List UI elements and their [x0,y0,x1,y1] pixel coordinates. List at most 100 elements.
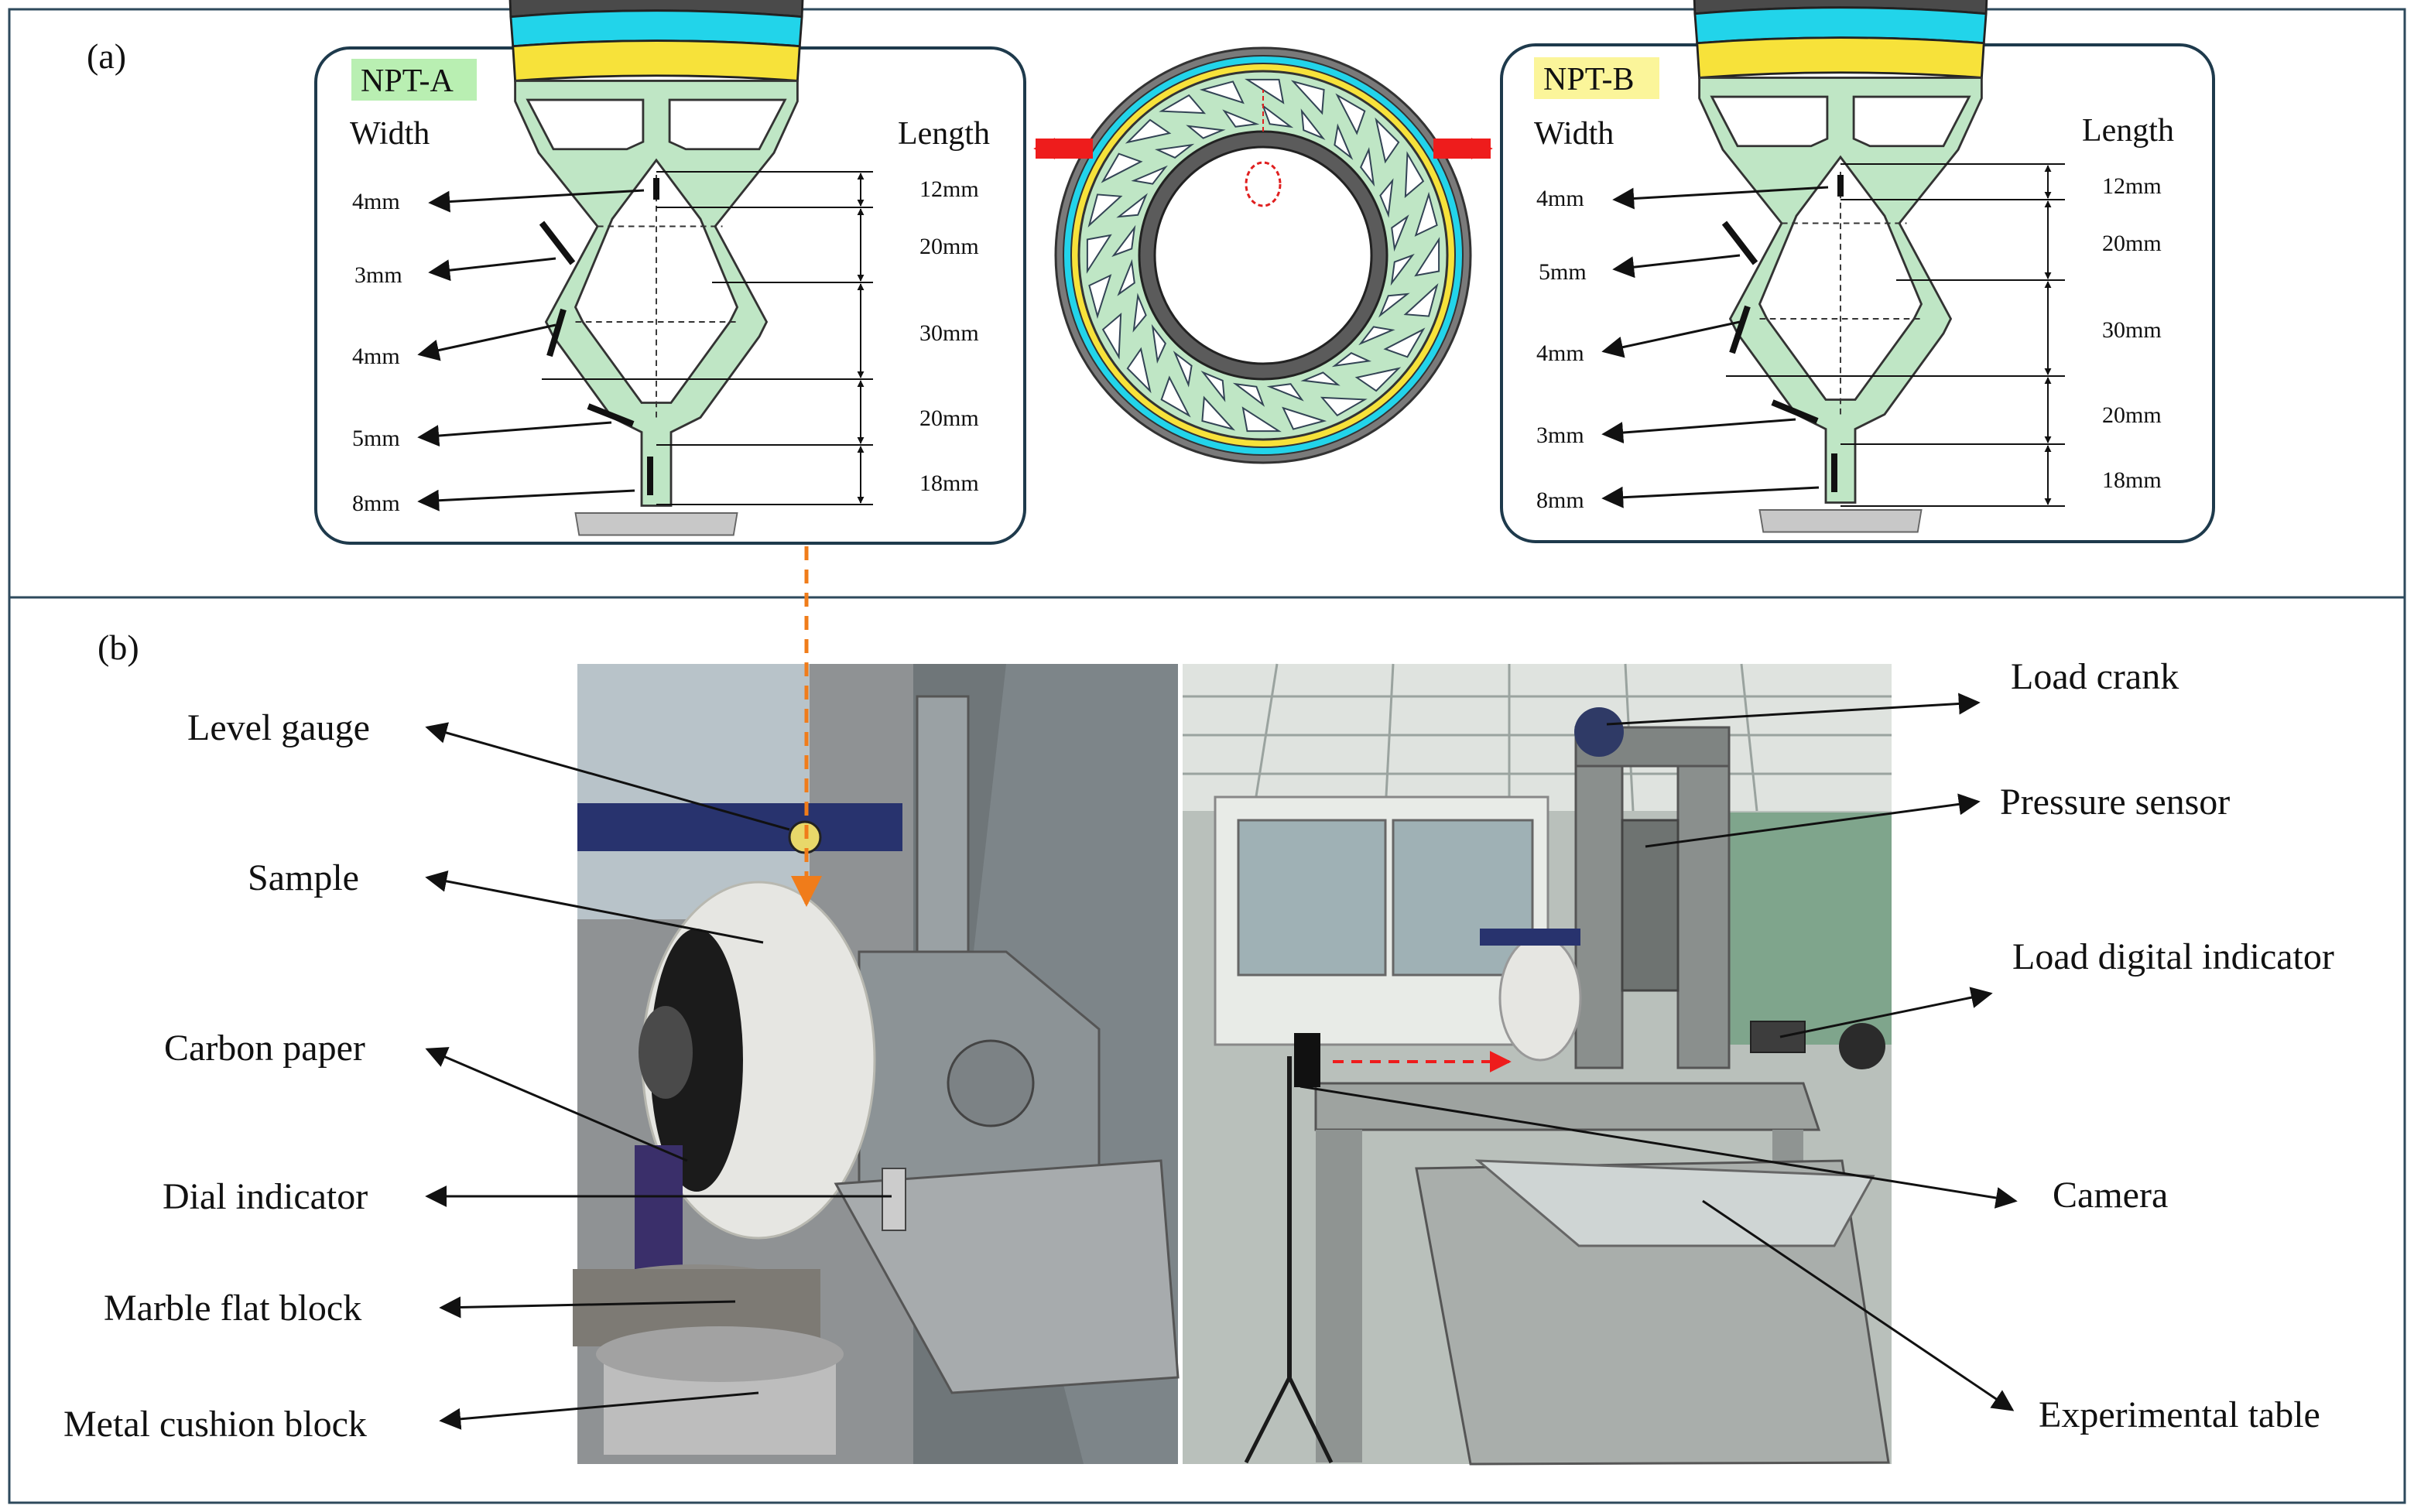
level-gauge [577,803,902,851]
tire-spoke-void [1245,78,1285,104]
tire-spoke-void [1159,94,1207,115]
npt-a-width-5: 8mm [352,491,400,516]
npt-a-thickness-marks [539,178,659,495]
tire-spoke-void [1132,292,1147,333]
tire-spoke-void [1232,382,1265,407]
npt-a-length-label: Length [898,116,990,152]
npt-b-width-3: 4mm [1536,340,1584,366]
npt-b-width-label: Width [1534,116,1614,152]
tire-cross-section [1054,46,1472,464]
tire-spoke-void [1160,375,1191,418]
tire-spoke-void [1300,371,1341,386]
npt-b-title: NPT-B [1543,62,1635,97]
tire-spoke-void [1261,104,1294,128]
npt-b-width-dims: 4mm 5mm 4mm 3mm 8mm [1536,186,1829,513]
tire-spoke-void [1111,224,1136,258]
npt-a-width-3: 4mm [352,344,400,369]
tire-spoke-void [1200,371,1226,402]
tire-spoke-void [1282,406,1327,430]
label-pressure-sensor: Pressure sensor [2000,782,2230,823]
right-callouts: Load crank Pressure sensor Load digital … [1299,656,2334,1435]
npt-b-width-1: 4mm [1536,186,1584,211]
npt-a-length-4: 20mm [919,405,979,431]
npt-a-width-label: Width [350,116,430,152]
label-load-digital-indicator: Load digital indicator [2012,936,2334,977]
npt-a-length-1: 12mm [919,176,979,202]
tire-spoke-void [1101,312,1122,360]
label-level-gauge: Level gauge [187,707,370,748]
label-experimental-table: Experimental table [2039,1394,2320,1435]
tire-spoke-void [1331,352,1372,368]
tire-spoke-void [1290,80,1325,115]
npt-a-length-5: 18mm [919,470,979,496]
test-rig-closeup-photo [573,664,1180,1464]
npt-b-length-1: 12mm [2102,173,2162,199]
tire-spoke-void [1222,109,1260,128]
tire-spoke-void [1117,258,1135,296]
label-metal-cushion-block: Metal cushion block [63,1404,367,1445]
tire-spoke-void [1126,347,1152,394]
tire-spoke-void [1151,323,1166,364]
npt-b-width-4: 3mm [1536,422,1584,448]
tire-spoke-void [1354,367,1402,392]
tire-spoke-void [1201,395,1236,431]
npt-b-length-4: 20mm [2102,402,2162,428]
npt-b-panel: NPT-B Width Length 4mm 5mm 4mm 3mm 8mm [1500,0,2215,543]
npt-b-length-2: 20mm [2102,231,2162,256]
tire-spoke-void [1379,178,1394,218]
tire-spoke-void [1101,152,1143,183]
label-camera: Camera [2053,1175,2168,1216]
tire-spoke-void [1116,193,1148,218]
tire-spoke-void [1403,282,1439,317]
npt-a-title: NPT-A [361,63,454,99]
camera [1294,1033,1320,1087]
tire-spoke-void [1087,193,1123,228]
npt-b-title-bg [1534,57,1659,99]
tire-spoke-void [1241,406,1282,433]
tire-spoke-void [1378,292,1410,318]
label-dial-indicator: Dial indicator [163,1176,368,1217]
tire-spoke-void [1404,151,1425,199]
npt-b-length-values: 12mm 20mm 30mm 20mm 18mm [2102,173,2162,493]
tire-spoke-void [1334,123,1354,160]
tire-spoke-void [1173,351,1193,388]
tire-spoke-void [1320,396,1368,417]
tire-spoke-void [1360,146,1375,187]
tire-spoke-void [1414,237,1440,277]
npt-a-length-values: 12mm 20mm 30mm 20mm 18mm [919,176,979,496]
npt-a-width-dims: 4mm 3mm 4mm 5mm 8mm [352,189,645,516]
npt-b-length-5: 18mm [2102,467,2162,493]
npt-a-length-2: 20mm [919,234,979,259]
npt-a-width-1: 4mm [352,189,400,214]
label-carbon-paper: Carbon paper [164,1028,365,1069]
tire-spoke-void [1391,214,1409,252]
left-callouts: Level gauge Sample Carbon paper Dial ind… [63,707,892,1445]
npt-b-length-dims [1726,163,2065,507]
label-marble-flat-block: Marble flat block [104,1288,361,1329]
tire-spoke-void [1383,327,1426,358]
tire-spoke-void [1375,117,1400,164]
npt-b-width-2: 5mm [1539,259,1587,285]
npt-b-length-3: 30mm [2102,317,2162,343]
tire-spoke-void [1335,93,1366,135]
npt-a-length-3: 30mm [919,320,979,346]
tire-spoke-void [1125,118,1172,144]
npt-a-width-4: 5mm [352,426,400,451]
tire-spoke-void [1086,234,1112,274]
test-rig-overview-photo [1183,663,1892,1466]
label-sample: Sample [248,857,359,898]
tire-spoke-void [1300,108,1326,140]
tire-spoke-void [1088,274,1112,320]
npt-b-length-label: Length [2082,113,2174,149]
tire-spoke-ring [1086,78,1440,433]
tire-spoke-void [1186,125,1226,139]
tire-spoke-void [1199,80,1245,104]
npt-b-thickness-marks [1721,175,1844,492]
npt-b-width-5: 8mm [1536,487,1584,513]
tire-spoke-void [1390,253,1415,286]
npt-a-length-dims [542,171,873,505]
figure-border [8,8,2406,1504]
tire-spoke-void [1154,143,1195,159]
panel-a-label: (a) [87,36,126,76]
